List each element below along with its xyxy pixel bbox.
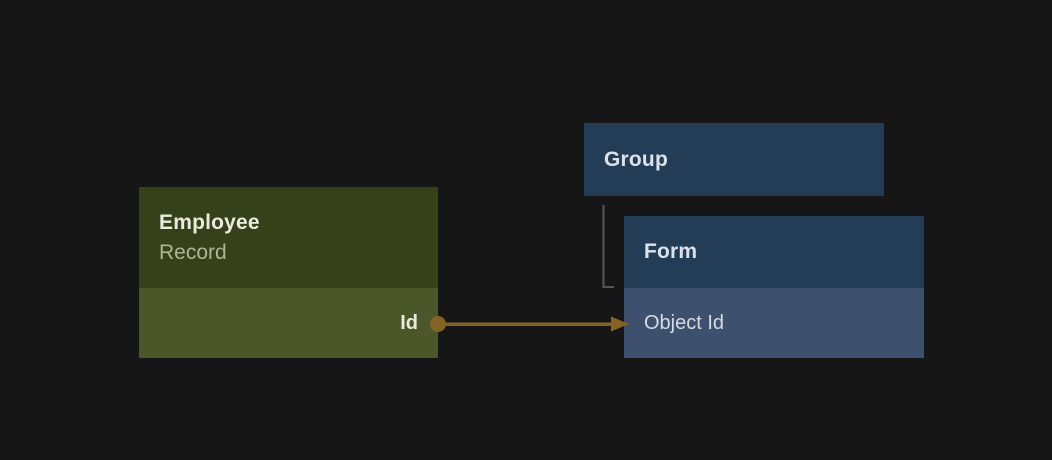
- node-form[interactable]: Form Object Id: [624, 216, 924, 358]
- group-form-elbow-connector[interactable]: [602, 205, 615, 288]
- node-form-title: Form: [644, 240, 698, 263]
- field-object-id-label: Object Id: [644, 311, 725, 334]
- node-group[interactable]: Group: [584, 123, 884, 196]
- node-group-header[interactable]: Group: [584, 123, 884, 196]
- node-employee-subtitle: Record: [159, 240, 227, 264]
- node-employee-record[interactable]: Employee Record Id: [139, 187, 438, 358]
- field-object-id[interactable]: Object Id: [624, 288, 924, 358]
- relation-arrow-line[interactable]: [438, 322, 614, 327]
- node-employee-title: Employee: [159, 210, 260, 234]
- field-id-label: Id: [400, 311, 418, 334]
- node-employee-header[interactable]: Employee Record: [139, 187, 438, 288]
- field-id[interactable]: Id: [139, 288, 438, 358]
- node-form-header[interactable]: Form: [624, 216, 924, 288]
- relation-arrow-source-dot-icon[interactable]: [430, 316, 446, 332]
- node-group-title: Group: [604, 147, 668, 171]
